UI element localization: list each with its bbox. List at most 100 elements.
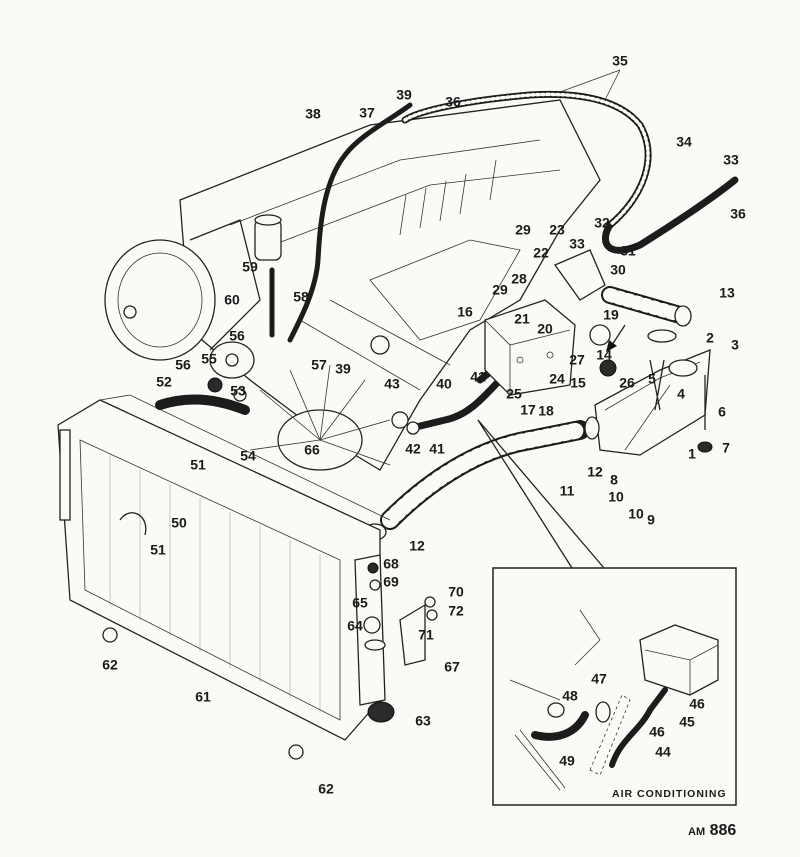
callout-14: 14 [596,347,612,363]
callout-33: 33 [723,152,739,168]
callout-61: 61 [195,689,211,705]
callout-70: 70 [448,584,464,600]
callout-51: 51 [150,542,166,558]
callout-46: 46 [689,696,705,712]
callout-24: 24 [549,371,565,387]
callout-40: 40 [436,376,452,392]
radiator-mounts [102,562,438,760]
callout-41: 41 [470,369,486,385]
air-cleaner [104,219,261,361]
callout-11: 11 [560,483,575,499]
arrow-shaft [611,324,626,346]
inset-title: AIR CONDITIONING [612,788,727,800]
bellows-hose-upper [601,286,692,343]
heater-valve-assembly [484,249,617,396]
callout-12: 12 [587,464,603,480]
callout-34: 34 [676,134,692,150]
callout-68: 68 [383,556,399,572]
callout-21: 21 [514,311,530,327]
leader-line [559,69,621,93]
callout-60: 60 [224,292,240,308]
callout-35: 35 [612,53,628,69]
callout-3: 3 [731,337,739,353]
callout-54: 54 [240,448,256,464]
callout-69: 69 [383,574,399,590]
callout-59: 59 [242,259,258,275]
callout-10: 10 [608,489,624,505]
callout-67: 67 [444,659,460,675]
callout-48: 48 [562,688,578,704]
callout-16: 16 [457,304,473,320]
callout-62: 62 [102,657,118,673]
callout-42: 42 [405,441,421,457]
callout-44: 44 [655,744,671,760]
callout-66: 66 [304,442,320,458]
callout-50: 50 [171,515,187,531]
callout-41: 41 [429,441,445,457]
callout-25: 25 [506,386,522,402]
callout-7: 7 [722,440,730,456]
callout-37: 37 [359,105,375,121]
callout-12: 12 [409,538,425,554]
callout-58: 58 [293,289,309,305]
callout-56: 56 [175,357,191,373]
callout-49: 49 [559,753,575,769]
callout-10: 10 [628,506,644,522]
callout-27: 27 [569,352,585,368]
callout-65: 65 [352,595,368,611]
arrow-head [606,340,617,352]
callout-71: 71 [418,627,434,643]
heater-hoses [269,90,739,432]
callout-15: 15 [570,375,586,391]
callout-23: 23 [549,222,565,238]
engine-block [179,99,601,471]
callout-39: 39 [335,361,351,377]
callout-39: 39 [396,87,412,103]
callout-63: 63 [415,713,431,729]
callout-52: 52 [156,374,172,390]
callout-19: 19 [603,307,619,323]
callout-32: 32 [594,215,610,231]
callout-45: 45 [679,714,695,730]
callout-51: 51 [190,457,206,473]
air-conditioning-inset [492,567,737,806]
callout-8: 8 [610,472,618,488]
callout-57: 57 [311,357,327,373]
callout-2: 2 [706,330,714,346]
leader-line [604,69,621,101]
callout-4: 4 [677,386,685,402]
callout-28: 28 [511,271,527,287]
callout-53: 53 [230,383,246,399]
callout-22: 22 [533,245,549,261]
callout-1: 1 [688,446,696,462]
inset-pointer [477,419,605,569]
callout-13: 13 [719,285,735,301]
callout-29: 29 [492,282,508,298]
callout-38: 38 [305,106,321,122]
callout-30: 30 [610,262,626,278]
callout-43: 43 [384,376,400,392]
fan [209,341,391,471]
figure-reference: AM 886 [688,822,736,840]
carburettor [254,214,282,261]
callout-9: 9 [647,512,655,528]
callout-47: 47 [591,671,607,687]
callout-64: 64 [347,618,363,634]
figure-number: 886 [709,822,737,839]
callout-55: 55 [201,351,217,367]
callout-17: 17 [520,402,536,418]
figure-prefix: AM [688,826,706,838]
callout-56: 56 [229,328,245,344]
callout-72: 72 [448,603,464,619]
callout-26: 26 [619,375,635,391]
callout-20: 20 [537,321,553,337]
callout-31: 31 [620,243,636,259]
callout-6: 6 [718,404,726,420]
callout-29: 29 [515,222,531,238]
callout-46: 46 [649,724,665,740]
bellows-hose-lower [363,416,600,541]
callout-36: 36 [730,206,746,222]
callout-18: 18 [538,403,554,419]
